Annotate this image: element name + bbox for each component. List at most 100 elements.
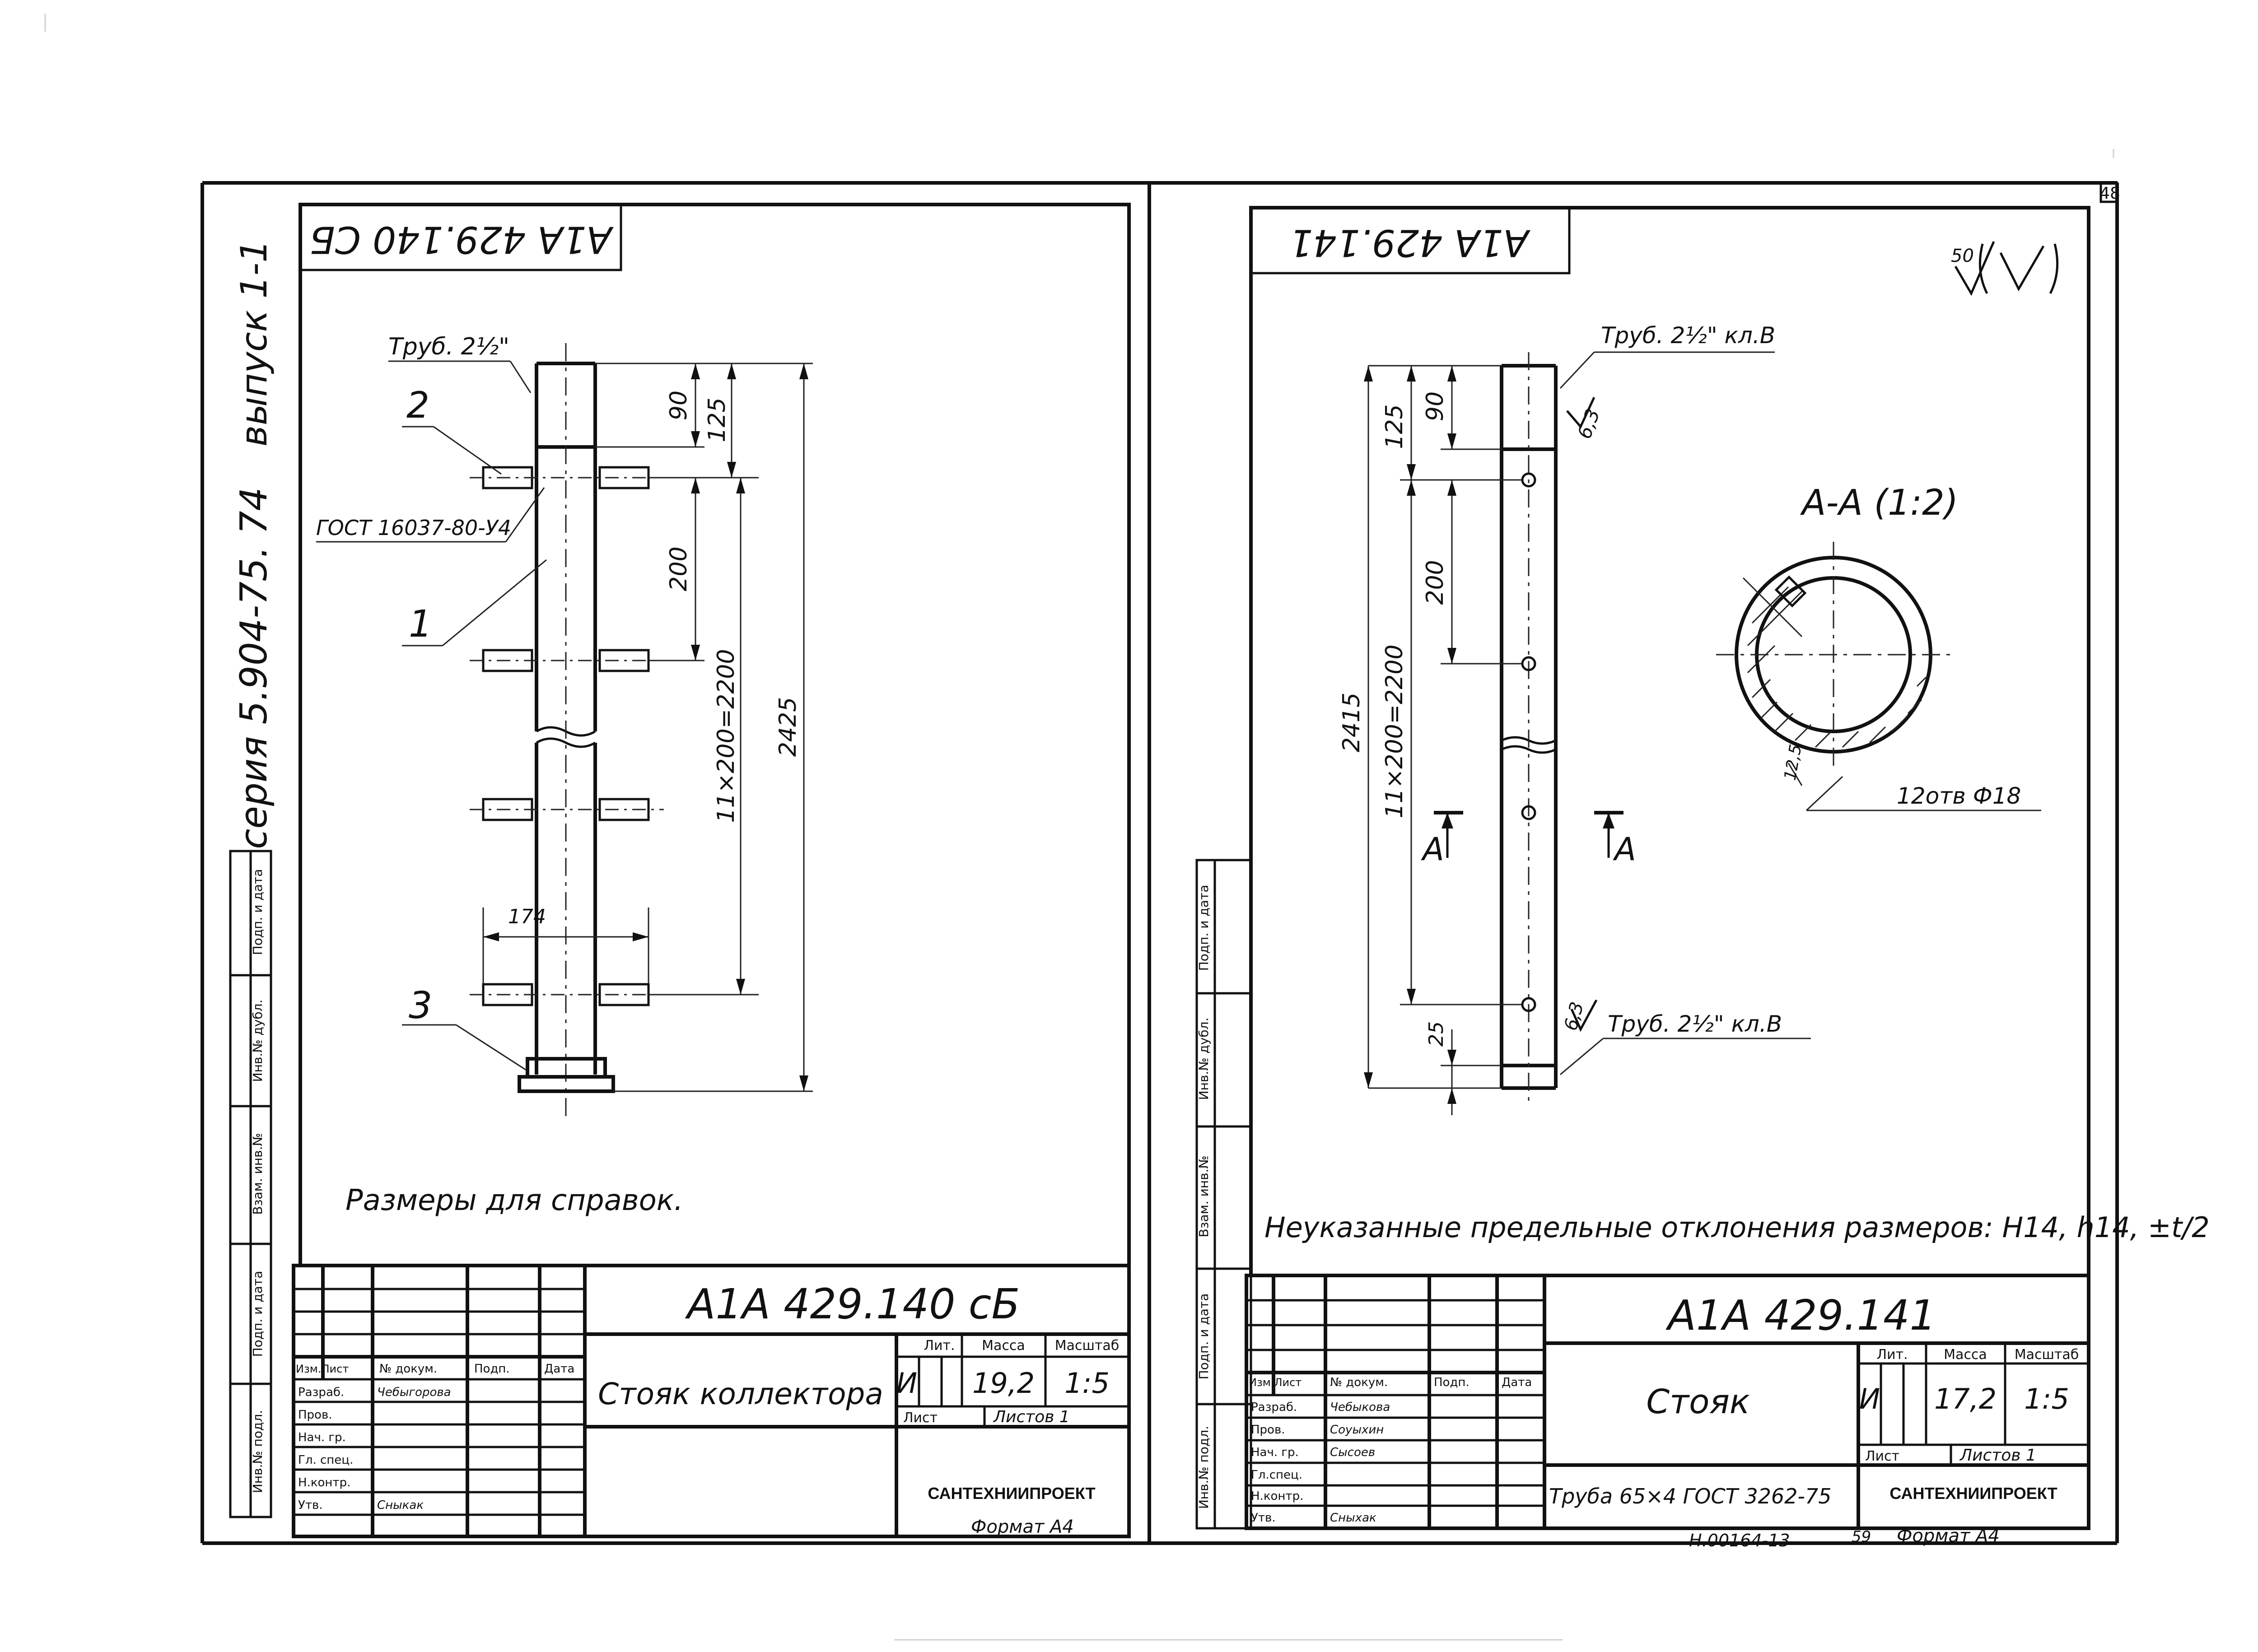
left-tb-designation: А1А 429.140 сБ (685, 1280, 1020, 1328)
right-footer-code: Н.00164-13 (1689, 1531, 1790, 1550)
right-tb-row-0: Изм.Лист (1249, 1376, 1302, 1389)
right-tb-scale-header: Масштаб (2015, 1347, 2079, 1363)
left-tb-row-7: Гл. спец. (298, 1453, 353, 1467)
right-tb-row-9: Утв. (1251, 1511, 1276, 1525)
section-marks: А А (1421, 811, 1636, 868)
right-title-block: А1А 429.141 Стояк Труба 65×4 ГОСТ 3262-7… (1245, 1274, 2090, 1530)
left-tb-row-9: Утв. (298, 1498, 323, 1512)
right-stamp-2: Подп. и дата (1196, 1294, 1211, 1380)
left-issue-label: выпуск 1-1 (233, 240, 275, 447)
left-stamp-2: Подп. и дата (250, 1271, 265, 1357)
right-callout-pipe-top: Труб. 2½" кл.В (1601, 322, 1775, 349)
right-tb-row-8: Н.контр. (1251, 1489, 1303, 1503)
left-pipe (518, 343, 615, 1120)
left-side-stamp: Инв.№ подл. Подп. и дата Взам. инв.№ Инв… (229, 850, 272, 1518)
left-callout-1: 1 (409, 603, 432, 646)
left-tb-row-2: Подп. (474, 1362, 510, 1376)
left-callout-2: 2 (406, 384, 429, 426)
right-stamp-3: Взам. инв.№ (1196, 1155, 1211, 1237)
page-number: 48 (2099, 184, 2120, 203)
left-callout-pipe: Труб. 2½" (388, 333, 509, 360)
left-dim-125: 125 (704, 397, 731, 442)
left-tb-name: Стояк коллектора (598, 1377, 883, 1411)
left-dimensions: 90 125 200 11×200=2200 2425 174 (482, 363, 813, 1092)
right-tb-designation: А1А 429.141 (1666, 1291, 1936, 1340)
left-dim-90: 90 (665, 391, 692, 420)
right-pipe (1500, 352, 1558, 1102)
section-view: А-А (1:2) 12,5 12отв Ф18 (1716, 483, 2041, 811)
left-format: Формат А4 (971, 1517, 1074, 1537)
right-tb-name: Стояк (1646, 1382, 1750, 1421)
right-format: Формат А4 (1897, 1526, 2000, 1546)
right-tb-name-1: Соуыхин (1330, 1423, 1384, 1437)
section-title: А-А (1:2) (1800, 483, 1958, 523)
left-tb-row-4: Разраб. (298, 1386, 344, 1399)
left-tb-sheets: Листов 1 (993, 1408, 1070, 1426)
right-tb-mass-header: Масса (1944, 1347, 1987, 1363)
right-stamp-4: Инв.№ дубл. (1196, 1018, 1211, 1100)
left-nozzles (470, 466, 664, 1006)
left-tb-scale: 1:5 (1064, 1367, 1110, 1400)
left-rotated-designation: А1А 429.140 СБ (309, 218, 614, 261)
section-holes: 12отв Ф18 (1897, 783, 2021, 809)
right-tb-name-2: Сысоев (1330, 1446, 1375, 1459)
left-tb-name-1: Сныкак (377, 1498, 424, 1512)
left-stamp-3: Взам. инв.№ (250, 1133, 265, 1215)
left-tb-row-1: № докум. (379, 1362, 437, 1376)
right-note: Неуказанные предельные отклонения размер… (1264, 1211, 2210, 1244)
right-dim-200: 200 (1422, 560, 1449, 605)
scan-marks (44, 14, 2114, 1641)
left-stamp-5: Подп. и дата (250, 869, 265, 955)
right-stamp-1: Инв.№ подл. (1196, 1426, 1211, 1509)
right-tb-org: САНТЕХНИИПРОЕКТ (1889, 1484, 2057, 1503)
right-tb-lit-header: Лит. (1876, 1347, 1908, 1363)
section-mark-left: А (1421, 831, 1444, 868)
section-dim: 12,5 (1781, 743, 1805, 782)
right-rotated-designation: А1А 429.141 (1289, 221, 1531, 264)
left-callouts: Труб. 2½" 2 ГОСТ 16037-80-У4 1 3 (316, 333, 547, 1071)
right-tb-scale: 1:5 (2024, 1382, 2069, 1415)
left-tb-scale-header: Масштаб (1055, 1338, 1120, 1354)
right-tb-sheets: Листов 1 (1959, 1446, 2036, 1465)
left-callout-gost: ГОСТ 16037-80-У4 (316, 516, 511, 540)
right-stamp-5: Подп. и дата (1196, 885, 1211, 971)
left-tb-org: САНТЕХНИИПРОЕКТ (928, 1484, 1095, 1503)
right-tb-name-3: Сныхак (1330, 1511, 1376, 1525)
left-stamp-1: Инв.№ подл. (250, 1410, 265, 1493)
right-tb-lit: И (1859, 1382, 1880, 1415)
roughness-symbol: 50 (1951, 241, 2059, 296)
right-tb-row-3: Дата (1502, 1376, 1532, 1389)
left-dim-200: 200 (665, 546, 692, 591)
left-tb-row-3: Дата (544, 1362, 574, 1376)
right-dim-2415: 2415 (1338, 693, 1365, 752)
left-tb-row-8: Н.контр. (298, 1476, 350, 1489)
right-tb-row-4: Разраб. (1251, 1401, 1297, 1414)
right-callout-pipe-bottom: Труб. 2½" кл.В (1608, 1011, 1782, 1037)
right-tb-mass: 17,2 (1934, 1382, 1997, 1415)
right-tb-name-0: Чебыкова (1330, 1401, 1390, 1414)
right-callouts: Труб. 2½" кл.В 6,3 Труб. 2½" кл.В 6,3 (1559, 322, 1811, 1075)
page-number-box: 48 (2099, 181, 2120, 203)
left-tb-name-0: Чебыгорова (377, 1386, 451, 1399)
left-tb-row-6: Нач. гр. (298, 1431, 346, 1444)
section-mark-right: А (1613, 831, 1636, 868)
right-tb-row-7: Гл.спец. (1251, 1468, 1302, 1482)
left-dim-2425: 2425 (774, 697, 802, 757)
left-tb-mass-header: Масса (982, 1338, 1025, 1354)
left-tb-row-5: Пров. (298, 1408, 332, 1422)
left-sheet: А1А 429.140 СБ серия 5.904-75. 74 выпуск… (229, 203, 1131, 1538)
right-sheet: А1А 429.141 50 Инв.№ подл. Подп. и дата … (1195, 206, 2210, 1550)
left-callout-3: 3 (409, 984, 432, 1027)
right-footer-num: 59 (1852, 1528, 1871, 1546)
right-dim-11x200: 11×200=2200 (1381, 645, 1408, 819)
left-tb-lit: И (896, 1367, 917, 1400)
right-dim-90: 90 (1422, 391, 1449, 421)
left-tb-sheet: Лист (903, 1410, 938, 1426)
left-series-label: серия 5.904-75. 74 (233, 487, 275, 849)
roughness-value: 50 (1951, 246, 1974, 266)
right-rough-top: 6,3 (1573, 406, 1604, 442)
left-title-block: А1А 429.140 сБ Стояк коллектора Лит. Мас… (292, 1264, 1131, 1538)
right-tb-row-6: Нач. гр. (1251, 1446, 1299, 1459)
right-tb-row-1: № докум. (1330, 1376, 1388, 1389)
left-tb-row-0: Изм.Лист (296, 1363, 349, 1375)
